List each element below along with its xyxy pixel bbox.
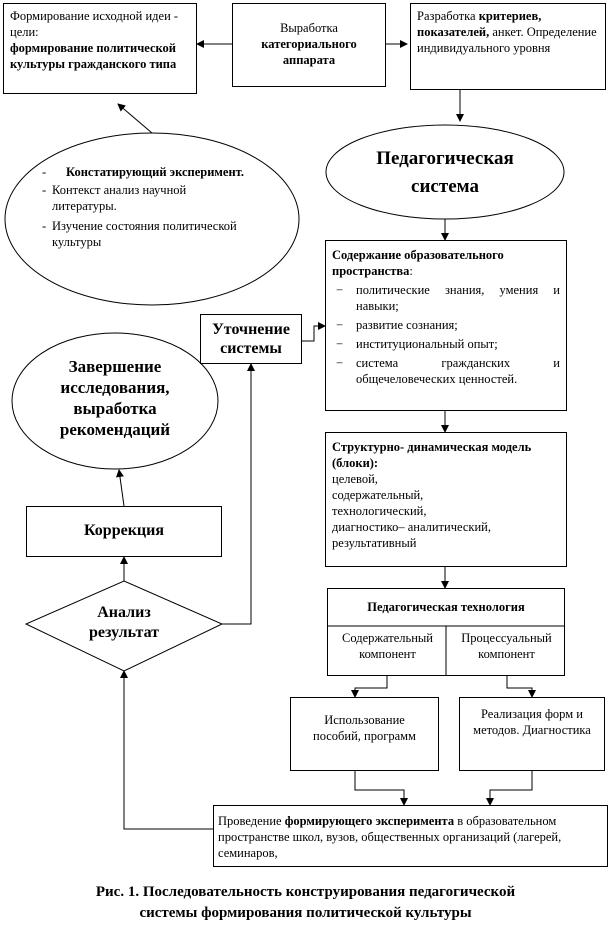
arrow-experiment-to-analysis xyxy=(120,670,213,830)
content-marker: − xyxy=(336,356,344,370)
content-item-text: система гражданских и общечеловеческих ц… xyxy=(356,356,560,386)
experiment-post: в образовательном пространстве школ, вуз… xyxy=(218,814,562,860)
content-item: −политические знания, умения и навыки; xyxy=(332,282,560,314)
box-correction: Коррекция xyxy=(26,506,222,557)
arrow-tech-to-impl xyxy=(506,676,536,698)
tech-right: Процессуальный компонент xyxy=(461,631,552,661)
content-item: −институциональный опыт; xyxy=(332,336,560,352)
box-impl: Реализация форм и методов. Диагностика xyxy=(459,697,605,771)
content-item-text: институциональный опыт; xyxy=(356,337,498,351)
box-experiment: Проведение формирующего эксперимента в о… xyxy=(213,805,608,867)
ellipse-experiment: - Констатирующий эксперимент. - Контекст… xyxy=(38,164,250,278)
content-marker: − xyxy=(336,318,344,332)
exp-item-3-text: Изучение состояния политической культуры xyxy=(52,219,237,249)
exp-marker-2: - xyxy=(42,183,47,197)
exp-item-1: - Констатирующий эксперимент. xyxy=(38,164,250,180)
model-title: Структурно- динамическая модель (блоки): xyxy=(332,440,532,470)
figure-caption: Рис. 1. Последовательность конструирован… xyxy=(0,882,611,924)
finish-line2: исследования, xyxy=(60,378,170,397)
experiment-pre: Проведение xyxy=(218,814,285,828)
content-item-text: политические знания, умения и навыки; xyxy=(356,283,560,313)
diamond-analysis-shape xyxy=(24,580,224,672)
box-model: Структурно- динамическая модель (блоки):… xyxy=(325,432,567,567)
caption-line1: Рис. 1. Последовательность конструирован… xyxy=(95,884,516,900)
refine-line1: Уточнение xyxy=(212,321,290,338)
arrow-correction-to-finish xyxy=(116,469,125,507)
ellipse-finish-shape xyxy=(11,332,219,470)
model-line: диагностико– аналитический, xyxy=(332,520,491,534)
content-list: −политические знания, умения и навыки; −… xyxy=(332,282,560,387)
arrow-tech-to-use xyxy=(351,676,388,698)
box-tech: Педагогическая технология Содержательный… xyxy=(327,588,565,676)
box-content: Содержание образовательного пространства… xyxy=(325,240,567,411)
finish-line3: выработка xyxy=(73,399,157,418)
box-initial-idea-bold: формирование политической культуры гражд… xyxy=(10,41,177,71)
model-line: технологический, xyxy=(332,504,427,518)
model-line: содержательный, xyxy=(332,488,424,502)
box-initial-idea-line1: Формирование исходной идеи - цели: xyxy=(10,9,179,39)
content-item: −развитие сознания; xyxy=(332,317,560,333)
box-categorial-pre: Выработка xyxy=(280,21,338,35)
box-categorial-bold: категориального аппарата xyxy=(261,37,357,67)
ellipse-ped-system: Педагогическая система xyxy=(340,145,550,201)
tech-left: Содержательный компонент xyxy=(342,631,433,661)
arrow-use-to-experiment xyxy=(354,771,408,806)
finish-line1: Завершение xyxy=(68,357,162,376)
box-criteria-post: анкет. Определение индивидуального уровн… xyxy=(417,25,597,55)
exp-marker-3: - xyxy=(42,219,47,233)
model-line: целевой, xyxy=(332,472,378,486)
box-criteria-bold: критериев, показателей, xyxy=(417,9,542,39)
box-initial-idea: Формирование исходной идеи - цели: форми… xyxy=(3,3,197,94)
exp-item-1-text: Констатирующий эксперимент. xyxy=(66,165,245,179)
ellipse-ped-shape xyxy=(325,124,565,220)
arrow-impl-to-experiment xyxy=(486,771,533,806)
analysis-line1: Анализ xyxy=(97,604,151,621)
exp-item-2: - Контекст анализ научной литературы. xyxy=(38,182,250,214)
box-categorial-apparatus: Выработка категориального аппарата xyxy=(232,3,386,87)
arrow-exp-to-box1 xyxy=(117,103,153,134)
experiment-bold: формирующего эксперимента xyxy=(284,814,455,828)
content-item: −система гражданских и общечеловеческих … xyxy=(332,355,560,387)
diamond-analysis: Анализ результат xyxy=(64,603,184,641)
box-criteria-pre: Разработка xyxy=(417,9,479,23)
ped-line2: система xyxy=(411,176,479,197)
analysis-line2: результат xyxy=(88,624,160,641)
ped-line1: Педагогическая xyxy=(376,148,514,169)
exp-marker-1: - xyxy=(42,165,47,179)
ellipse-experiment-shape xyxy=(4,132,300,306)
content-title: Содержание образовательного пространства xyxy=(332,248,504,278)
content-colon: : xyxy=(409,264,413,278)
box-refine: Уточнение системы xyxy=(200,314,302,364)
arrow-analysis-to-refine xyxy=(222,363,255,625)
caption-line2: системы формирования политической культу… xyxy=(139,905,472,921)
finish-line4: рекомендаций xyxy=(59,420,171,439)
impl-text: Реализация форм и методов. Диагностика xyxy=(473,707,591,737)
arrow-refine-to-content xyxy=(302,322,326,342)
ellipse-finish: Завершение исследования, выработка реком… xyxy=(30,356,200,440)
refine-line2: системы xyxy=(220,340,282,357)
box-use: Использование пособий, программ xyxy=(290,697,439,771)
correction-label: Коррекция xyxy=(83,522,164,539)
exp-item-3: - Изучение состояния политической культу… xyxy=(38,218,250,250)
tech-title: Педагогическая технология xyxy=(367,600,525,614)
content-marker: − xyxy=(336,337,344,351)
exp-item-2-text: Контекст анализ научной литературы. xyxy=(52,183,187,213)
box-criteria: Разработка критериев, показателей, анкет… xyxy=(410,3,606,90)
model-line: результативный xyxy=(332,536,417,550)
use-text: Использование пособий, программ xyxy=(313,713,416,743)
content-marker: − xyxy=(336,283,344,297)
content-item-text: развитие сознания; xyxy=(356,318,458,332)
